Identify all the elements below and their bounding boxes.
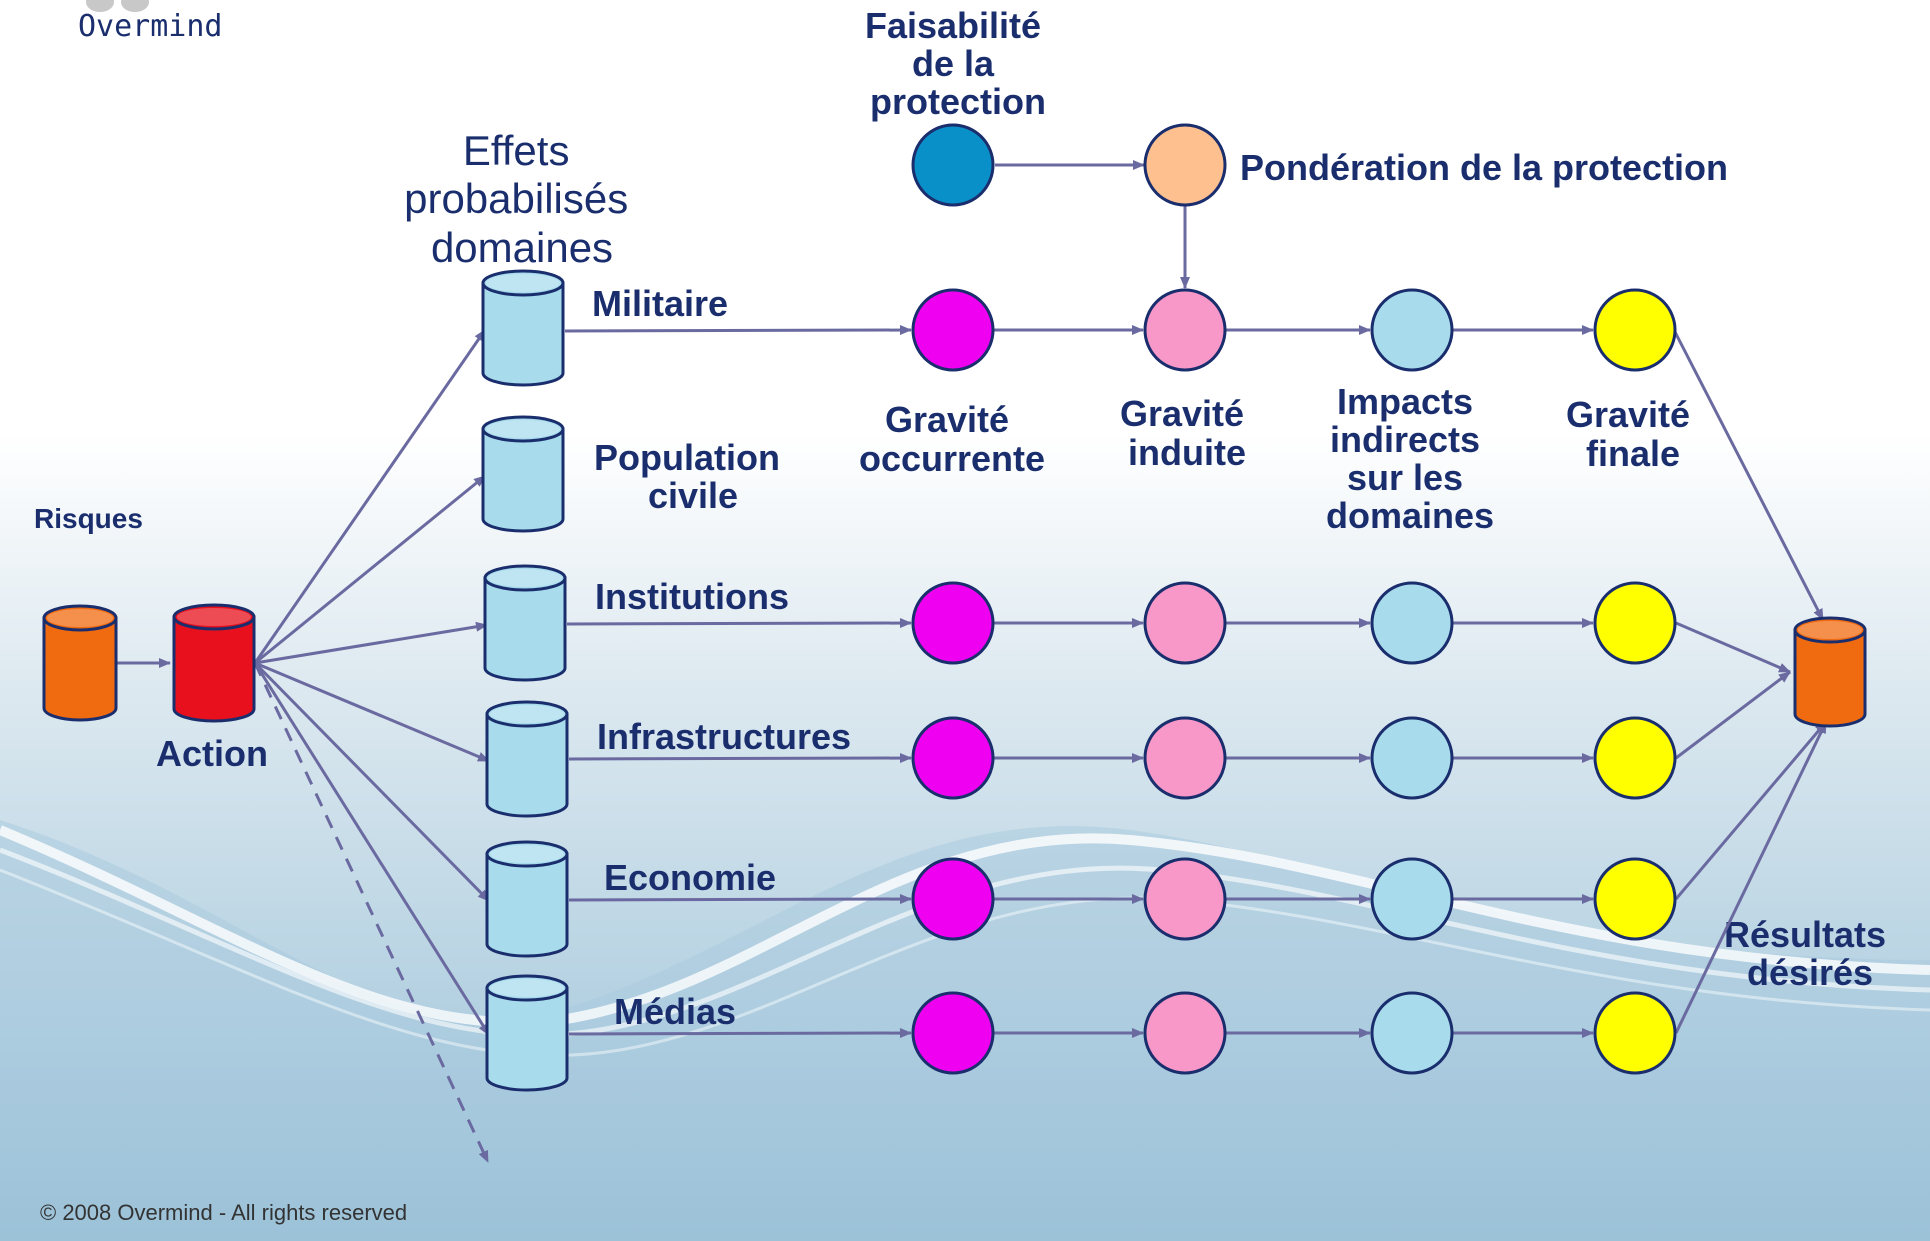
logo-mark-icon — [86, 0, 114, 12]
gravite-induite-node[interactable] — [1143, 581, 1227, 665]
finale-to-result-arrow — [1675, 621, 1791, 674]
logo-text: Overmind — [78, 9, 223, 44]
domain-cylinder-4[interactable] — [485, 840, 569, 958]
gravite-induite-node[interactable] — [1143, 857, 1227, 941]
finale-to-result-arrow — [1675, 670, 1791, 760]
impacts-node[interactable] — [1370, 581, 1454, 665]
domain-label: Institutions — [595, 576, 789, 617]
gravite-induite-node[interactable] — [1143, 716, 1227, 800]
domain-to-occurrente-arrow — [568, 894, 912, 905]
copyright: © 2008 Overmind - All rights reserved — [40, 1200, 407, 1225]
domain-to-occurrente-arrow — [566, 618, 912, 629]
gravite-finale-node[interactable] — [1593, 857, 1677, 941]
gravite-occurrente-node[interactable] — [911, 716, 995, 800]
effets-label: Effets probabilisés domaines — [404, 127, 640, 271]
impacts-node[interactable] — [1370, 991, 1454, 1075]
resultats-label: Résultats désirés — [1724, 914, 1896, 993]
domain-label: Infrastructures — [597, 716, 851, 757]
gravite-finale-node[interactable] — [1593, 991, 1677, 1075]
faisabilite-node[interactable] — [911, 123, 995, 207]
gravite-induite-node[interactable] — [1143, 288, 1227, 372]
action-to-domain-arrow — [253, 662, 491, 1036]
result-cylinder[interactable] — [1793, 616, 1867, 728]
action-label: Action — [156, 733, 268, 774]
action-to-domain-arrow — [254, 661, 490, 763]
ponderation-label: Pondération de la protection — [1240, 147, 1728, 188]
risques-label: Risques — [34, 503, 143, 534]
impacts-node[interactable] — [1370, 288, 1454, 372]
gravite-finale-label: Gravité finale — [1566, 394, 1700, 474]
action-cylinder[interactable] — [172, 603, 256, 723]
gravite-occurrente-node[interactable] — [911, 581, 995, 665]
gravite-finale-node[interactable] — [1593, 716, 1677, 800]
nodes — [42, 123, 1867, 1092]
domain-cylinder-2[interactable] — [483, 564, 567, 682]
action-to-domain-arrow — [254, 621, 488, 665]
action-to-domain-arrow — [253, 661, 491, 903]
ponderation-node[interactable] — [1143, 123, 1227, 207]
finale-to-result-arrow — [1674, 721, 1828, 1034]
gravite-occurrente-node[interactable] — [911, 857, 995, 941]
domain-to-occurrente-arrow — [564, 325, 912, 336]
finale-to-result-arrow — [1674, 721, 1828, 900]
gravite-induite-label: Gravité induite — [1120, 393, 1254, 473]
faisabilite-label: Faisabilité de la protection — [865, 5, 1051, 122]
domain-to-occurrente-arrow — [568, 1028, 912, 1039]
risk-cylinder[interactable] — [42, 604, 118, 722]
impacts-label: Impacts indirects sur les domaines — [1326, 381, 1494, 536]
domain-to-occurrente-arrow — [568, 753, 912, 764]
impacts-node[interactable] — [1370, 716, 1454, 800]
domain-cylinder-1[interactable] — [481, 415, 565, 533]
impacts-node[interactable] — [1370, 857, 1454, 941]
finale-to-result-arrow — [1672, 329, 1825, 621]
gravite-induite-node[interactable] — [1143, 991, 1227, 1075]
gravite-occurrente-node[interactable] — [911, 288, 995, 372]
action-to-domain-arrow — [253, 329, 487, 664]
domain-label: Militaire — [592, 283, 728, 324]
edges — [117, 160, 1828, 1163]
domain-cylinder-3[interactable] — [485, 700, 569, 818]
action-to-domain-arrow — [254, 474, 486, 665]
domain-cylinder-5[interactable] — [485, 974, 569, 1092]
gravite-occurrente-node[interactable] — [911, 991, 995, 1075]
domain-label: Médias — [614, 991, 736, 1032]
gravite-finale-node[interactable] — [1593, 581, 1677, 665]
logo: Overmind — [78, 0, 223, 44]
action-to-other-dashed-arrow — [253, 662, 490, 1163]
domain-cylinder-0[interactable] — [481, 269, 565, 387]
gravite-finale-node[interactable] — [1593, 288, 1677, 372]
domain-label: Economie — [604, 857, 776, 898]
gravite-occurrente-label: Gravité occurrente — [859, 399, 1045, 479]
